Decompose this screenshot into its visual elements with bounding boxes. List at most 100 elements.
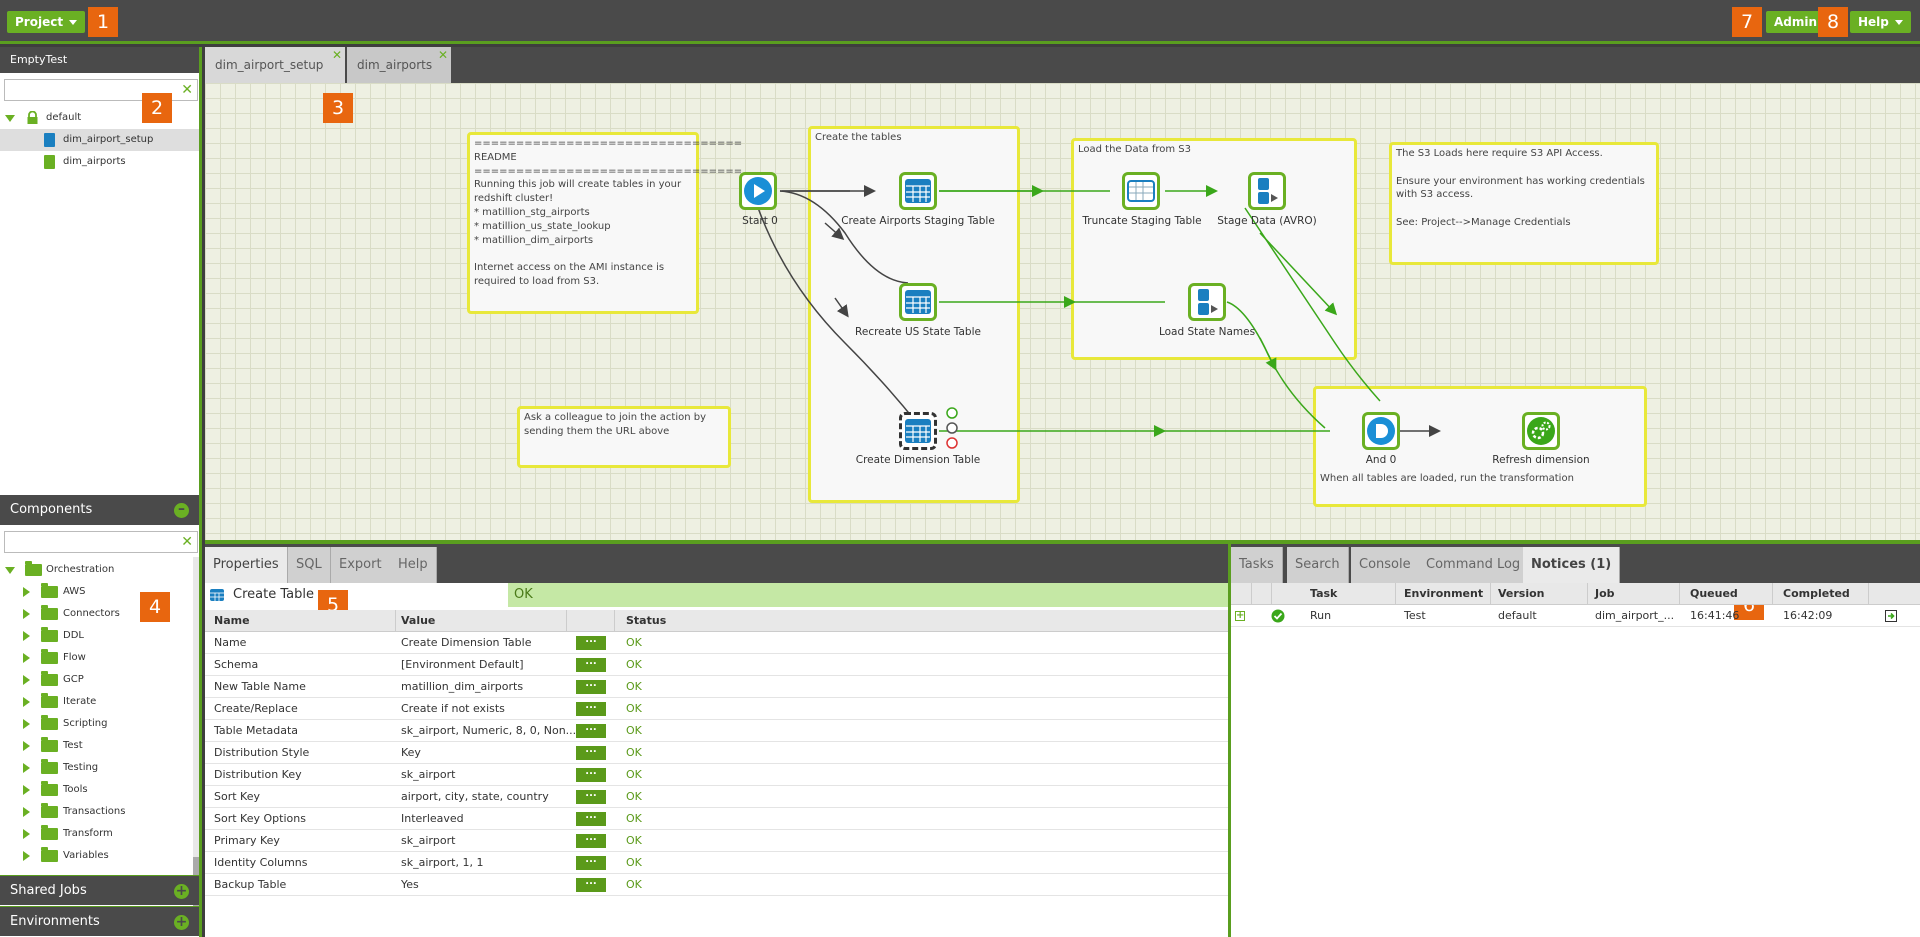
- folder-item[interactable]: Transform: [0, 823, 199, 845]
- stage-data-avro-component[interactable]: [1248, 172, 1286, 210]
- tree-item-dim-airports[interactable]: dim_airports: [0, 151, 199, 173]
- job-canvas[interactable]: 3 ================================ READM…: [205, 83, 1920, 540]
- edit-button[interactable]: ...: [576, 679, 606, 694]
- expand-icon[interactable]: [23, 675, 30, 685]
- expand-icon[interactable]: [23, 609, 30, 619]
- task-row[interactable]: + Run Test default dim_airport_... 16:41…: [1231, 605, 1920, 627]
- colleague-note[interactable]: Ask a colleague to join the action by se…: [517, 406, 731, 468]
- tab-search[interactable]: Search: [1287, 547, 1349, 583]
- tab-dim-airport-setup[interactable]: dim_airport_setup ✕: [205, 47, 345, 83]
- clear-search-icon[interactable]: ✕: [181, 534, 193, 550]
- readme-note[interactable]: ================================ README …: [467, 132, 742, 314]
- create-airports-staging-table-component[interactable]: [899, 172, 937, 210]
- folder-item[interactable]: Tools: [0, 779, 199, 801]
- truncate-staging-table-component[interactable]: [1122, 172, 1160, 210]
- tree-item-orchestration[interactable]: Orchestration: [0, 559, 199, 581]
- tree-item-dim-airport-setup[interactable]: dim_airport_setup: [0, 129, 199, 151]
- shared-jobs-header[interactable]: Shared Jobs +: [0, 875, 199, 905]
- expand-icon[interactable]: [5, 567, 15, 574]
- expand-icon[interactable]: [23, 807, 30, 817]
- edit-button[interactable]: ...: [576, 811, 606, 826]
- and-component[interactable]: [1362, 412, 1400, 450]
- folder-item[interactable]: Transactions: [0, 801, 199, 823]
- tree-item-default[interactable]: default: [0, 107, 199, 129]
- expand-icon[interactable]: [23, 741, 30, 751]
- expand-icon[interactable]: [23, 697, 30, 707]
- expand-icon[interactable]: [23, 631, 30, 641]
- close-icon[interactable]: ✕: [437, 48, 448, 62]
- close-icon[interactable]: ✕: [331, 48, 342, 62]
- expand-plus-icon[interactable]: +: [174, 914, 189, 930]
- refresh-dimension-component[interactable]: [1522, 412, 1560, 450]
- expand-icon[interactable]: [23, 785, 30, 795]
- edit-button[interactable]: ...: [576, 745, 606, 760]
- scrollbar[interactable]: [193, 557, 199, 915]
- expand-icon[interactable]: [23, 763, 30, 773]
- edit-button[interactable]: ...: [576, 877, 606, 892]
- edit-button[interactable]: ...: [576, 833, 606, 848]
- tab-notices[interactable]: Notices (1): [1523, 547, 1621, 583]
- collapse-icon[interactable]: –: [174, 502, 189, 518]
- edit-button[interactable]: ...: [576, 635, 606, 650]
- components-header[interactable]: Components –: [0, 495, 199, 525]
- tab-sql[interactable]: SQL: [288, 547, 331, 583]
- expand-icon[interactable]: [23, 829, 30, 839]
- tab-tasks[interactable]: Tasks: [1231, 547, 1283, 583]
- expand-plus-icon[interactable]: +: [174, 883, 189, 899]
- edit-button[interactable]: ...: [576, 723, 606, 738]
- folder-item[interactable]: Iterate: [0, 691, 199, 713]
- tab-console[interactable]: Console: [1351, 547, 1420, 583]
- edit-button[interactable]: ...: [576, 767, 606, 782]
- folder-item[interactable]: Scripting: [0, 713, 199, 735]
- expand-plus-icon[interactable]: +: [1235, 610, 1245, 621]
- edit-button[interactable]: ...: [576, 701, 606, 716]
- folder-item[interactable]: GCP: [0, 669, 199, 691]
- s3-access-note[interactable]: The S3 Loads here require S3 API Access.…: [1389, 142, 1659, 265]
- tab-export[interactable]: Export: [331, 547, 391, 583]
- start-component[interactable]: [739, 172, 777, 210]
- clear-search-icon[interactable]: ✕: [181, 82, 193, 98]
- folder-item[interactable]: Flow: [0, 647, 199, 669]
- tab-command-log[interactable]: Command Log: [1418, 547, 1530, 583]
- admin-menu-button[interactable]: Admin: [1766, 11, 1826, 33]
- create-dimension-table-component[interactable]: [899, 412, 937, 450]
- load-data-note[interactable]: Load the Data from S3: [1071, 138, 1357, 360]
- components-search-input[interactable]: ✕: [4, 531, 198, 553]
- edit-button[interactable]: ...: [576, 855, 606, 870]
- load-state-names-component[interactable]: [1188, 283, 1226, 321]
- tab-properties[interactable]: Properties: [205, 547, 288, 583]
- folder-item[interactable]: AWS: [0, 581, 199, 603]
- folder-item[interactable]: DDL: [0, 625, 199, 647]
- edit-button[interactable]: ...: [576, 657, 606, 672]
- panel-splitter[interactable]: [1228, 544, 1231, 937]
- folder-item[interactable]: Variables: [0, 845, 199, 867]
- open-task-icon[interactable]: [1885, 610, 1897, 622]
- edit-button[interactable]: ...: [576, 789, 606, 804]
- property-row[interactable]: Schema[Environment Default]...OK: [205, 654, 1228, 676]
- folder-item[interactable]: Testing: [0, 757, 199, 779]
- folder-item[interactable]: Test: [0, 735, 199, 757]
- expand-icon[interactable]: [23, 587, 30, 597]
- expand-icon[interactable]: [23, 719, 30, 729]
- folder-item[interactable]: Connectors: [0, 603, 199, 625]
- tab-help[interactable]: Help: [390, 547, 437, 583]
- expand-icon[interactable]: [23, 653, 30, 663]
- tab-dim-airports[interactable]: dim_airports ✕: [347, 47, 451, 83]
- expand-icon[interactable]: [5, 115, 15, 122]
- help-menu-button[interactable]: Help: [1850, 11, 1911, 33]
- connector-ports[interactable]: [945, 406, 959, 450]
- expand-icon[interactable]: [23, 851, 30, 861]
- environments-header[interactable]: Environments +: [0, 906, 199, 936]
- project-menu-button[interactable]: Project: [7, 11, 86, 33]
